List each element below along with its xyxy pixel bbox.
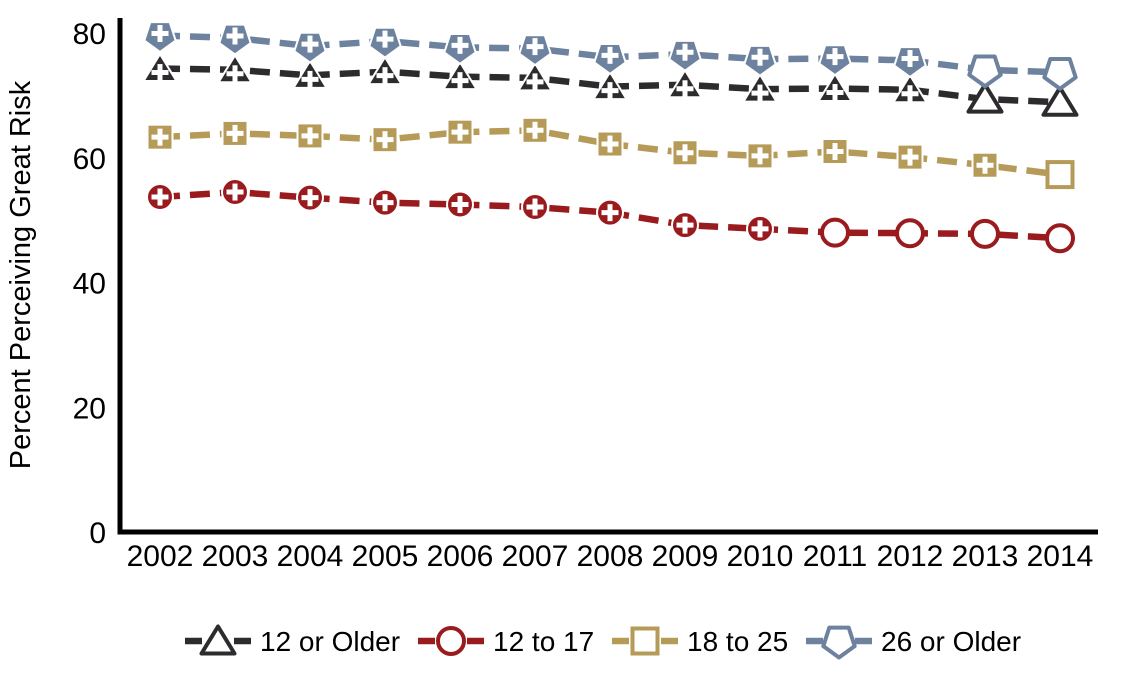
marker-12-or-older-2010 [742, 73, 778, 103]
marker-26-or-older-2010 [743, 44, 777, 77]
legend-circle-icon [436, 626, 466, 656]
marker-12-to-17-2006 [446, 190, 474, 219]
marker-12-to-17-2009 [671, 211, 699, 240]
x-tick-2002: 2002 [127, 540, 194, 573]
legend-item-12-to-17: 12 to 17 [418, 626, 594, 657]
legend-label: 12 or Older [260, 626, 400, 657]
legend: 12 or Older 12 to 17 18 to 25 26 or Older [185, 624, 1021, 660]
x-tick-2011: 2011 [803, 540, 868, 573]
y-axis-title: Percent Perceiving Great Risk [5, 80, 37, 469]
x-tick-2003: 2003 [202, 540, 269, 573]
marker-18-to-25-2004 [296, 122, 324, 150]
y-tick-labels: 0 20 40 60 80 [73, 18, 106, 550]
x-tick-2008: 2008 [577, 540, 644, 573]
y-tick-20: 20 [73, 392, 106, 425]
x-tick-2005: 2005 [352, 540, 419, 573]
marker-18-to-25-2006 [446, 118, 474, 146]
series-12-or-older [142, 53, 1079, 117]
series-26-or-older [143, 21, 1078, 91]
marker-18-to-25-2013 [971, 151, 999, 179]
legend-item-26-or-older: 26 or Older [806, 625, 1021, 660]
legend-square-icon [630, 626, 660, 656]
y-tick-60: 60 [73, 143, 106, 176]
marker-12-or-older-2005 [367, 56, 403, 86]
marker-12-to-17-2007 [521, 193, 549, 222]
legend-item-12-or-older: 12 or Older [185, 624, 400, 657]
marker-18-to-25-2003 [221, 119, 249, 147]
x-tick-2010: 2010 [727, 540, 794, 573]
x-tick-2009: 2009 [652, 540, 719, 573]
marker-12-or-older-2009 [667, 69, 703, 99]
marker-12-or-older-2004 [292, 59, 328, 89]
marker-12-to-17-2008 [596, 198, 624, 227]
marker-12-or-older-2014 [1041, 85, 1079, 117]
marker-18-to-25-2011 [821, 138, 849, 166]
marker-26-or-older-2007 [518, 34, 552, 67]
marker-26-or-older-2014 [1042, 56, 1078, 91]
legend-label: 26 or Older [881, 626, 1021, 657]
marker-18-to-25-2005 [371, 126, 399, 154]
marker-18-to-25-2008 [596, 130, 624, 158]
x-tick-2012: 2012 [877, 540, 944, 573]
marker-12-to-17-2014 [1045, 223, 1075, 254]
legend-label: 18 to 25 [687, 626, 788, 657]
marker-12-or-older-2003 [217, 54, 253, 84]
legend-triangle-icon [199, 624, 237, 656]
x-tick-2014: 2014 [1027, 540, 1094, 573]
marker-26-or-older-2011 [818, 44, 852, 77]
marker-12-or-older-2013 [966, 82, 1004, 114]
y-tick-80: 80 [73, 18, 106, 51]
marker-12-to-17-2013 [970, 218, 1000, 249]
marker-18-to-25-2014 [1045, 160, 1075, 190]
marker-18-to-25-2010 [746, 142, 774, 170]
marker-12-or-older-2011 [817, 73, 853, 103]
marker-26-or-older-2005 [368, 26, 402, 59]
marker-26-or-older-2004 [293, 31, 327, 64]
legend-label: 12 to 17 [493, 626, 594, 657]
series-12-to-17 [146, 178, 1075, 254]
marker-26-or-older-2012 [893, 46, 927, 78]
marker-26-or-older-2003 [218, 23, 252, 56]
marker-26-or-older-2013 [967, 54, 1003, 89]
marker-26-or-older-2002 [143, 21, 177, 53]
marker-12-to-17-2004 [296, 183, 324, 212]
axes [117, 18, 1098, 535]
marker-18-to-25-2007 [521, 116, 549, 144]
marker-12-or-older-2006 [442, 61, 478, 91]
marker-26-or-older-2006 [443, 32, 477, 65]
series-lines [142, 21, 1079, 254]
marker-18-to-25-2012 [896, 143, 924, 171]
marker-26-or-older-2008 [593, 42, 627, 75]
marker-18-to-25-2002 [146, 123, 174, 151]
y-tick-40: 40 [73, 268, 106, 301]
marker-26-or-older-2009 [668, 39, 702, 72]
marker-12-to-17-2003 [221, 178, 249, 207]
marker-12-or-older-2008 [592, 71, 628, 101]
marker-12-or-older-2012 [892, 74, 928, 104]
marker-18-to-25-2009 [671, 139, 699, 167]
marker-12-to-17-2012 [895, 218, 925, 249]
y-tick-0: 0 [89, 517, 106, 550]
legend-pentagon-icon [821, 625, 857, 660]
x-tick-2007: 2007 [502, 540, 569, 573]
x-tick-2013: 2013 [952, 540, 1019, 573]
marker-12-to-17-2005 [371, 188, 399, 217]
legend-item-18-to-25: 18 to 25 [612, 626, 788, 657]
marker-12-to-17-2010 [746, 214, 774, 243]
x-tick-2004: 2004 [277, 540, 344, 573]
series-18-to-25 [146, 116, 1075, 190]
marker-12-to-17-2002 [146, 183, 174, 212]
marker-12-to-17-2011 [820, 217, 850, 248]
marker-12-or-older-2002 [142, 53, 178, 83]
x-tick-2006: 2006 [427, 540, 494, 573]
marker-12-or-older-2007 [517, 62, 553, 92]
